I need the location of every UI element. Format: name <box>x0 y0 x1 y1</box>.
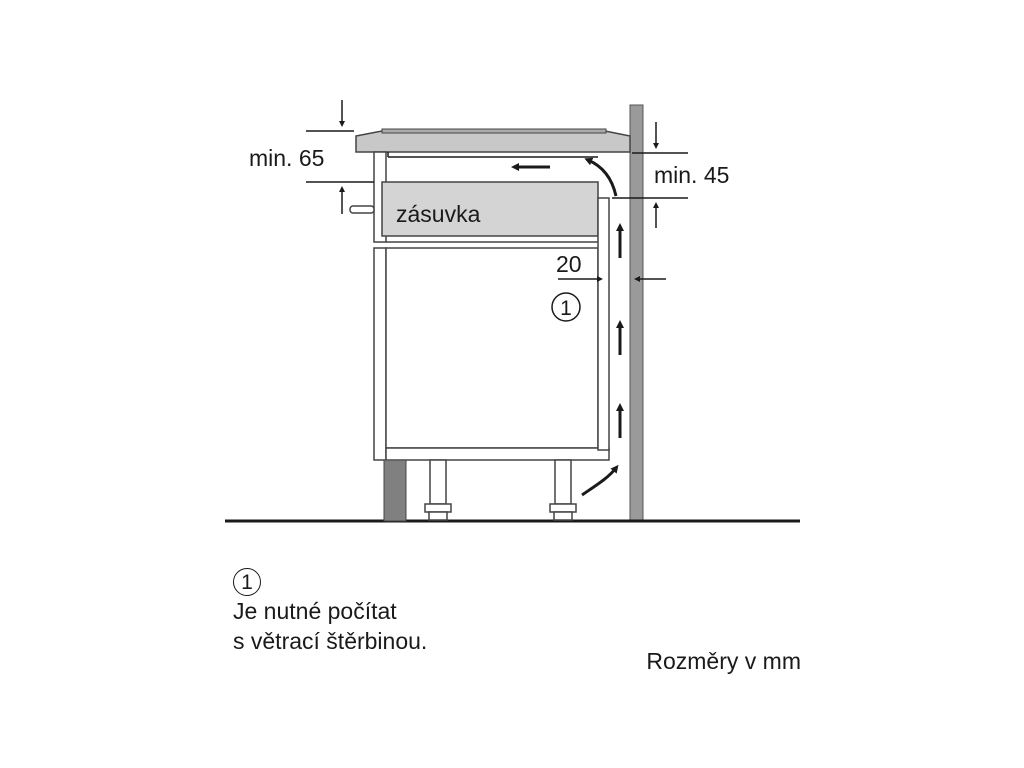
cabinet-body <box>385 247 610 461</box>
footnote-marker: 1 <box>233 568 261 596</box>
footnote-line-2: s větrací štěrbinou. <box>233 628 428 654</box>
cabinet-front-lower <box>373 247 387 461</box>
cabinet-back-panel <box>597 197 610 451</box>
airflow-arrows <box>511 157 624 497</box>
airflow-arrow-curve-top <box>584 157 618 197</box>
dimension-min-45 <box>612 122 688 228</box>
label-min-65: min. 65 <box>249 145 324 171</box>
cabinet-leg-front <box>424 459 452 521</box>
dimension-min-65 <box>306 100 374 214</box>
label-gap-20: 20 <box>556 251 582 277</box>
footnote-line-1: Je nutné počítat <box>233 598 397 624</box>
units-caption: Rozměry v mm <box>646 648 801 674</box>
plinth <box>383 459 407 522</box>
drawer <box>381 181 599 243</box>
label-min-45: min. 45 <box>654 162 729 188</box>
airflow-arrow-curve-bottom <box>581 464 619 497</box>
footnote: 1 Je nutné počítat s větrací štěrbinou. <box>233 566 427 656</box>
label-drawer: zásuvka <box>396 201 481 227</box>
marker-1: 1 <box>551 292 581 322</box>
cooktop <box>355 128 631 158</box>
drawer-knob <box>349 205 375 214</box>
svg-text:1: 1 <box>560 297 572 320</box>
cabinet-leg-back <box>549 459 577 521</box>
wall <box>629 104 644 522</box>
